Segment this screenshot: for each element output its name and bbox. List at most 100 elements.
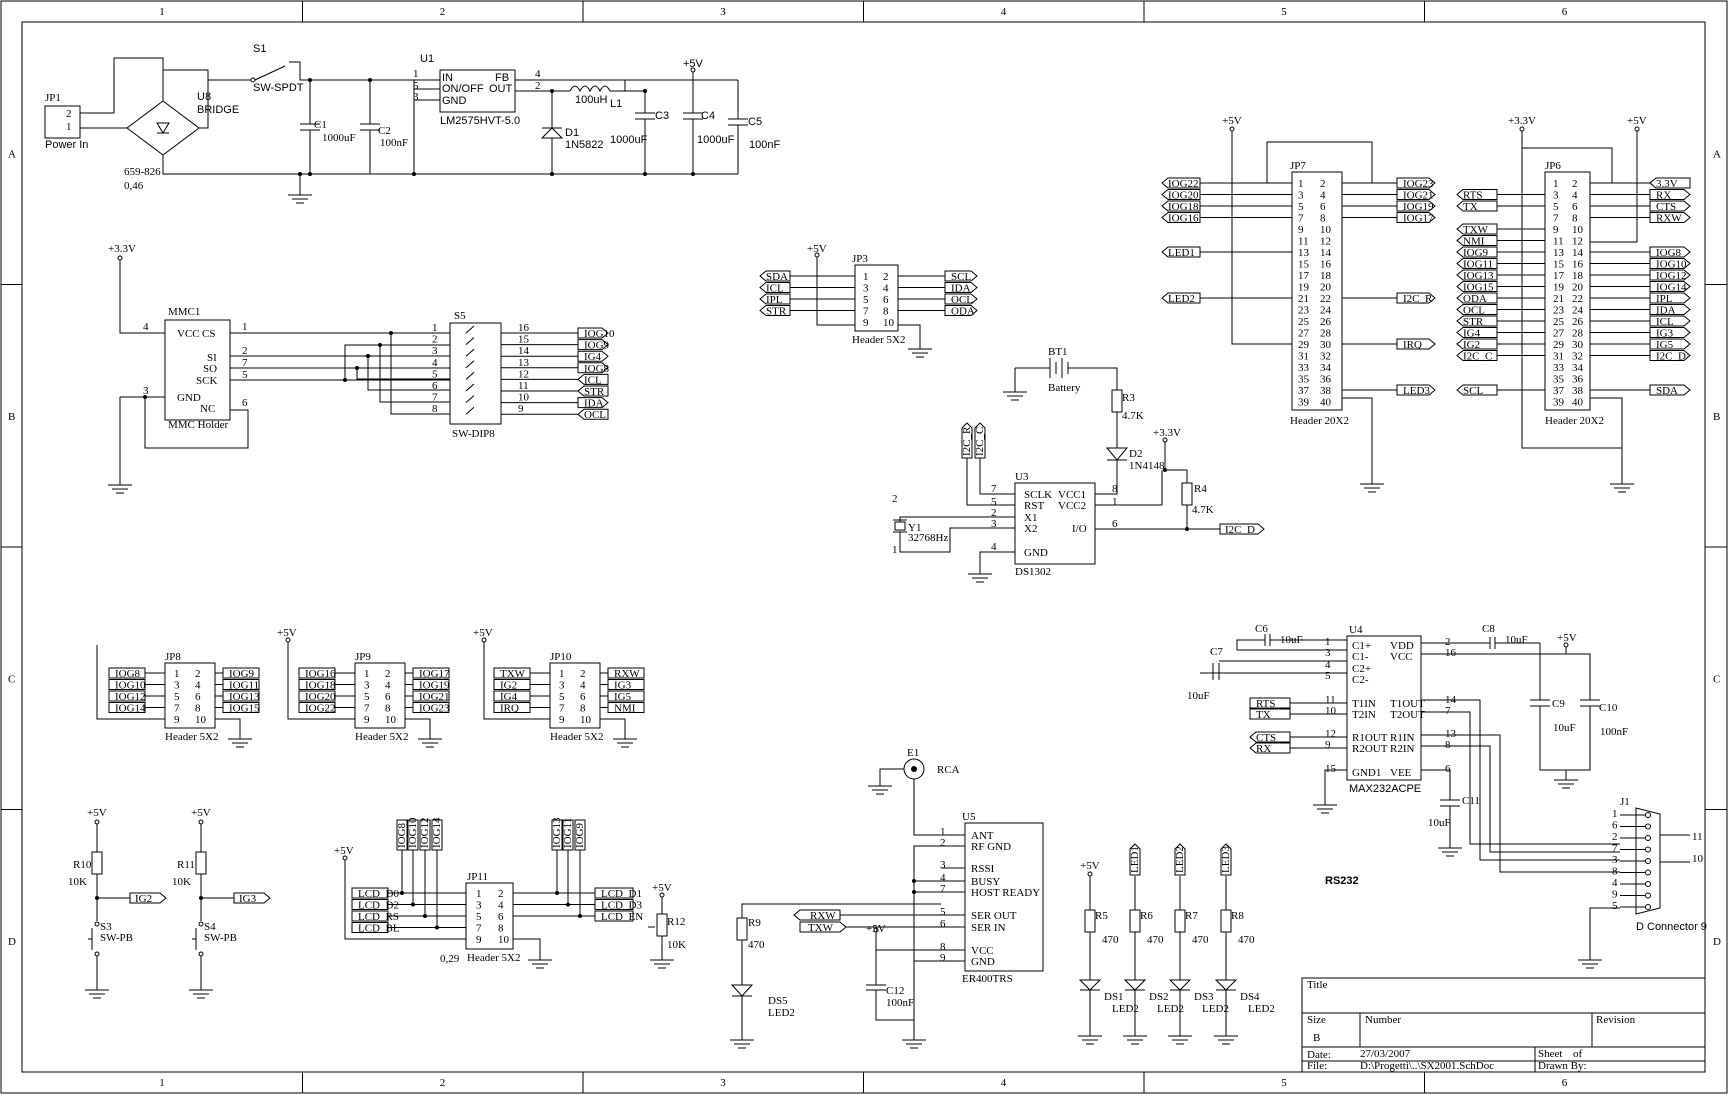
- jp7-pin-number: 14: [1320, 247, 1332, 259]
- net-label-text: RX: [1656, 190, 1671, 202]
- svg-text:ER400TRS: ER400TRS: [962, 973, 1013, 985]
- jp7-pin-number: 26: [1320, 316, 1332, 328]
- r3-value: 4.7K: [1122, 410, 1144, 422]
- net-label-text: IOG17: [419, 668, 450, 680]
- u5-pin-name: RF GND: [971, 841, 1011, 853]
- u4-pin-name: R1OUT: [1352, 732, 1388, 744]
- led-value: LED2: [1112, 1003, 1139, 1015]
- svg-text:2: 2: [535, 80, 541, 92]
- net-label: IDA: [577, 397, 609, 410]
- date-value: 27/03/2007: [1360, 1048, 1411, 1060]
- db9-connector: [1635, 807, 1661, 915]
- net-label-text: CTS: [1256, 732, 1276, 744]
- title-block: Title Size B Number Revision Date: 27/03…: [1301, 977, 1706, 1073]
- net-label: IG2: [493, 679, 531, 692]
- net-label: LCD_BL: [351, 922, 400, 935]
- net-label: IOG9: [577, 339, 610, 352]
- net-label-text: IPL: [766, 294, 783, 306]
- jp6-pin-number: 29: [1553, 339, 1565, 351]
- s5-pin-number: 9: [518, 403, 524, 415]
- svg-text:2: 2: [892, 493, 898, 505]
- net-label: I2C_C: [1456, 350, 1498, 363]
- jp6-pin-number: 38: [1572, 385, 1584, 397]
- jp7-pin-number: 39: [1298, 397, 1310, 409]
- s5-pin-number: 3: [432, 345, 438, 357]
- jp1-pin: 2: [66, 108, 72, 120]
- led-resistor-value: 470: [1102, 934, 1119, 946]
- svg-text:I2C_D: I2C_D: [1225, 524, 1255, 536]
- net-label: LCD_EN: [594, 910, 643, 923]
- frame-column-label: 2: [440, 6, 446, 18]
- u5-pin-name: VCC: [971, 945, 994, 957]
- u4-pin-number: 5: [1325, 670, 1331, 682]
- net-label: LED2: [1161, 292, 1201, 305]
- svg-text:10uF: 10uF: [1553, 722, 1576, 734]
- net-label-text: IOG8: [1656, 247, 1682, 259]
- net-label: IOG18: [298, 679, 336, 692]
- j1-pin-number: 4: [1612, 877, 1618, 889]
- led-ref: DS3: [1194, 991, 1214, 1003]
- net-label: IRQ: [493, 702, 531, 715]
- svg-text:I2C_R: I2C_R: [961, 426, 973, 456]
- svg-text:R10: R10: [73, 859, 92, 871]
- led-ref: DS2: [1149, 991, 1169, 1003]
- jp3-pin-number: 7: [863, 306, 869, 318]
- c5-value: 100nF: [749, 139, 780, 151]
- jp7-pin-number: 21: [1298, 293, 1309, 305]
- svg-text:+5V: +5V: [87, 807, 107, 819]
- mmc-pin: SO: [203, 363, 217, 375]
- size-label: Size: [1307, 1014, 1326, 1026]
- net-label-text: OCL: [584, 409, 606, 421]
- net-label-text: IOG14: [1656, 282, 1687, 294]
- net-label-text: IOG9: [1463, 247, 1489, 259]
- svg-text:1: 1: [892, 544, 898, 556]
- net-label-text: IPL: [1656, 293, 1673, 305]
- net-label-text: LCD_BL: [358, 923, 400, 935]
- svg-text:Header 5X2: Header 5X2: [467, 952, 520, 964]
- u4-pin-name: T1OUT: [1390, 698, 1425, 710]
- svg-text:S3: S3: [100, 921, 112, 933]
- net-label: IOG11: [562, 818, 574, 851]
- net-label-text: IG2: [500, 680, 517, 692]
- u5-pin-name: RSSI: [971, 863, 995, 875]
- j1-pin-number: 5: [1612, 900, 1618, 912]
- frame-row-label: D: [1713, 936, 1721, 948]
- jp7-pin-number: 9: [1298, 224, 1304, 236]
- u4-pin-name: GND1: [1352, 767, 1381, 779]
- jp6-pin-number: 34: [1572, 362, 1584, 374]
- svg-text:+5V: +5V: [866, 923, 886, 935]
- lcd-pin-number: 3: [476, 900, 482, 912]
- u1-ref: U1: [420, 53, 434, 65]
- net-label: IOG21: [1396, 189, 1436, 202]
- net-label-rxw: RXW: [793, 909, 841, 922]
- jp3-pin-number: 4: [883, 283, 889, 295]
- jp3-ref: JP3: [852, 253, 868, 265]
- net-label-text: NMI: [1463, 236, 1485, 248]
- net-label-text: LED3: [1403, 385, 1430, 397]
- jp7-pin-number: 7: [1298, 213, 1304, 225]
- jp6-pin-number: 33: [1553, 362, 1565, 374]
- svg-text:C10: C10: [1599, 702, 1618, 714]
- header-pin-number: 8: [195, 703, 201, 715]
- net-label: IOG17: [1396, 212, 1436, 225]
- net-label: IOG8: [577, 362, 610, 375]
- net-label-text: RTS: [1256, 698, 1276, 710]
- net-label: IOG19: [412, 679, 450, 692]
- jp6-ref: JP6: [1545, 160, 1561, 172]
- jp7-pin-number: 10: [1320, 224, 1332, 236]
- net-label-text: ICL: [766, 283, 784, 295]
- mmc-pin: GND: [177, 392, 201, 404]
- net-label: ICL: [1649, 315, 1691, 328]
- svg-text:S4: S4: [204, 921, 216, 933]
- jp6-pin-number: 24: [1572, 305, 1584, 317]
- c4-ref: C4: [701, 110, 715, 122]
- net-label-i2c-c: I2C_C: [974, 422, 986, 459]
- led-resistor-value: 470: [1238, 934, 1255, 946]
- jp7-pin-number: 19: [1298, 282, 1310, 294]
- frame-row-label: B: [1713, 411, 1720, 423]
- c2-value: 100nF: [380, 137, 408, 149]
- net-label-text: IOG19: [419, 680, 450, 692]
- svg-text:4: 4: [535, 68, 541, 80]
